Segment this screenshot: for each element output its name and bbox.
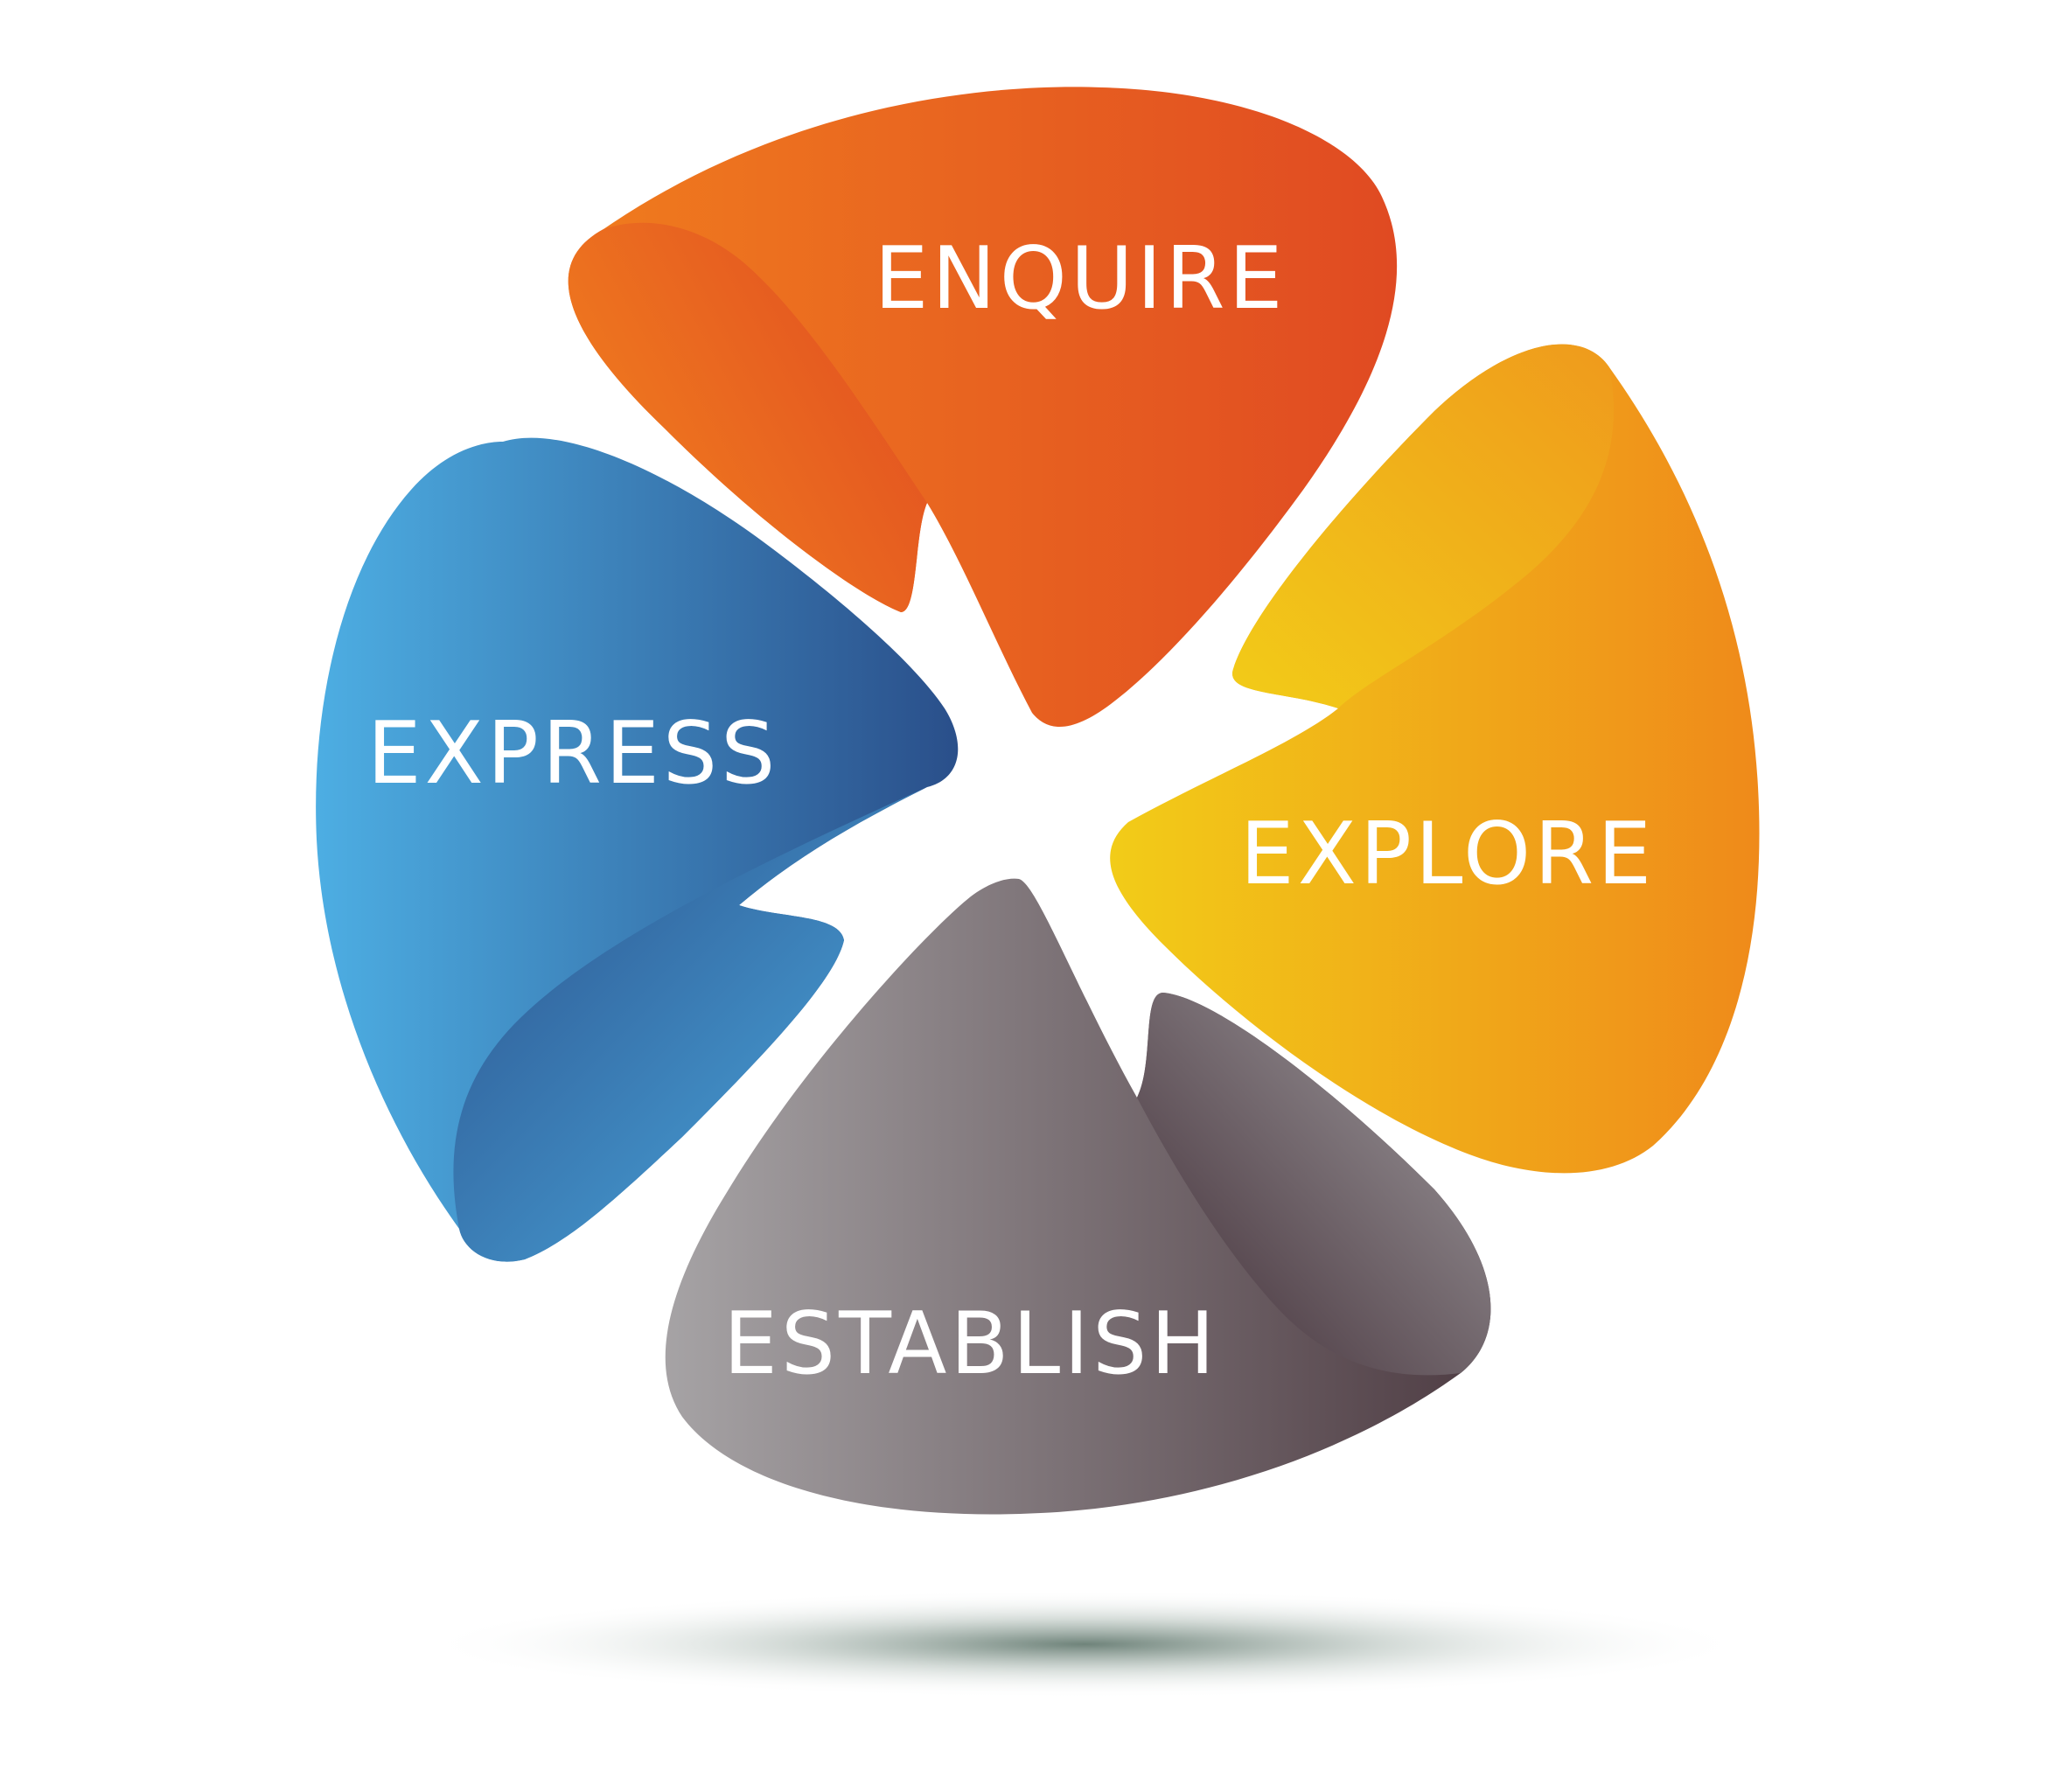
ground-shadow [420, 1590, 1749, 1698]
label-establish: ESTABLISH [723, 1294, 1218, 1394]
petal-express [316, 437, 959, 1262]
petal-enquire [568, 87, 1398, 728]
petal-explore [1110, 344, 1760, 1174]
label-enquire: ENQUIRE [874, 229, 1286, 329]
label-explore: EXPLORE [1240, 805, 1655, 904]
label-express: EXPRESS [367, 704, 779, 804]
petal-establish [665, 878, 1491, 1515]
